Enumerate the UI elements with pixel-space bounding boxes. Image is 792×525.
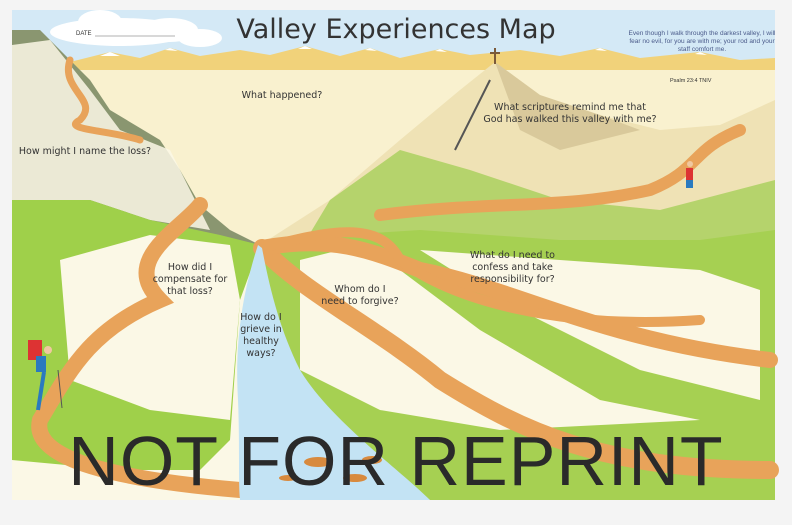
question-confess: What do I need to confess and take respo… [470,250,555,285]
paths [31,56,779,498]
question-grieve: How do I grieve in healthy ways? [240,312,282,359]
river-rocks [279,456,382,482]
hiker-right-icon [686,161,693,188]
verse-text: Even though I walk through the darkest v… [628,30,776,53]
question-name-loss: How might I name the loss? [18,146,152,157]
watermark: NOT FOR REPRINT [68,422,724,500]
question-what-happened: What happened? [241,90,323,101]
staff [454,79,491,151]
question-scriptures: What scriptures remind me that God has w… [483,102,657,125]
page-title: Valley Experiences Map [236,14,556,45]
date-label: DATE [76,31,92,37]
question-forgive: Whom do I need to forgive? [321,284,399,307]
verse-reference: Psalm 23:4 TNIV [670,78,712,84]
river [237,245,430,500]
hiker-left-icon [28,340,63,411]
question-compensate: How did I compensate for that loss? [152,262,228,297]
cross-icon [490,48,500,64]
